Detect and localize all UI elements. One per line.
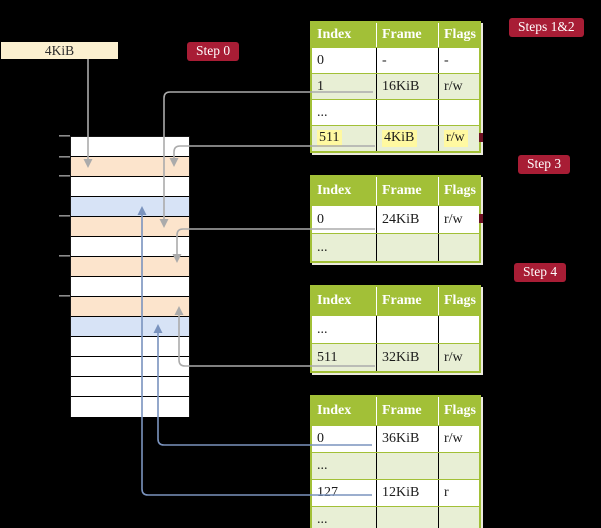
column-header: Index (312, 177, 377, 205)
memory-row (71, 257, 189, 277)
badge-step-4: Step 4 (514, 263, 567, 282)
table-cell (439, 100, 479, 125)
address-tick (59, 175, 70, 177)
table-row: 511 4KiB r/w (312, 125, 479, 151)
column-header: Index (312, 287, 377, 315)
table-cell: - (444, 52, 449, 68)
table-cell: 127 (312, 480, 377, 506)
column-header: Frame (377, 23, 439, 47)
table-cell: r/w (444, 431, 463, 446)
table-cell (439, 234, 479, 261)
table-cell: 4KiB (377, 126, 439, 151)
memory-row (71, 397, 189, 417)
highlighted-value: 4KiB (382, 130, 418, 147)
badge-steps-1-2: Steps 1&2 (509, 18, 584, 37)
column-header: Index (312, 23, 377, 47)
frame-size-label: 4KiB (1, 42, 118, 59)
table-cell (439, 507, 479, 528)
table-cell: 12KiB (377, 480, 439, 506)
column-header: Index (312, 397, 377, 425)
memory-row (71, 297, 189, 317)
highlighted-value: 511 (317, 130, 343, 147)
column-header: Frame (377, 177, 439, 205)
memory-row (71, 217, 189, 237)
table-cell: ... (312, 316, 377, 343)
table-cell: 0 (312, 48, 377, 73)
memory-row (71, 357, 189, 377)
memory-row (71, 317, 189, 337)
badge-step-0: Step 0 (187, 42, 240, 61)
address-tick (59, 156, 70, 158)
table-cell: - (377, 48, 439, 73)
column-header: Flags (444, 293, 476, 308)
table-cell (377, 100, 439, 125)
table-cell: 511 (312, 126, 377, 151)
column-header: Flags (444, 27, 476, 42)
table-row: ... (312, 233, 479, 261)
table-cell: ... (312, 100, 377, 125)
table-cell: r/w (444, 211, 463, 227)
table-cell: ... (312, 453, 377, 479)
address-tick (59, 255, 70, 257)
highlighted-value: r/w (444, 130, 468, 147)
column-header: Flags (444, 403, 476, 418)
table-row: 0-- (312, 47, 479, 73)
table-cell: 16KiB (377, 74, 439, 99)
table-cell: 36KiB (377, 426, 439, 452)
table-cell: ... (312, 234, 377, 261)
table-cell (377, 234, 439, 261)
table-cell: 32KiB (377, 344, 439, 371)
physical-memory-column (70, 136, 190, 417)
table-cell: 0 (312, 206, 377, 233)
memory-row (71, 177, 189, 197)
table-cell (377, 453, 439, 479)
memory-row (71, 157, 189, 177)
table-cell: r/w (439, 126, 479, 151)
table-cell: 1 (312, 74, 377, 99)
table-cell: r (444, 485, 449, 500)
table-row: ... (312, 315, 479, 343)
column-header: Flags (444, 183, 476, 198)
table-cell (439, 453, 479, 479)
table-row: ... (312, 99, 479, 125)
table-cell: ... (312, 507, 377, 528)
table-cell (377, 507, 439, 528)
memory-row (71, 337, 189, 357)
table-row: ... (312, 452, 479, 479)
memory-row (71, 377, 189, 397)
table-cell (439, 316, 479, 343)
badge-step-3: Step 3 (518, 155, 571, 174)
column-header: Frame (377, 397, 439, 425)
column-header: Frame (377, 287, 439, 315)
memory-row (71, 237, 189, 257)
memory-row (71, 197, 189, 217)
address-tick (59, 295, 70, 297)
table-cell (377, 316, 439, 343)
table-cell: r/w (444, 78, 463, 94)
table-cell: 0 (312, 426, 377, 452)
address-tick (59, 215, 70, 217)
table-row: ... (312, 506, 479, 528)
table-cell: 511 (312, 344, 377, 371)
memory-row (71, 137, 189, 157)
table-cell: r/w (444, 349, 463, 365)
memory-row (71, 277, 189, 297)
table-cell: 24KiB (377, 206, 439, 233)
address-tick (59, 135, 70, 137)
